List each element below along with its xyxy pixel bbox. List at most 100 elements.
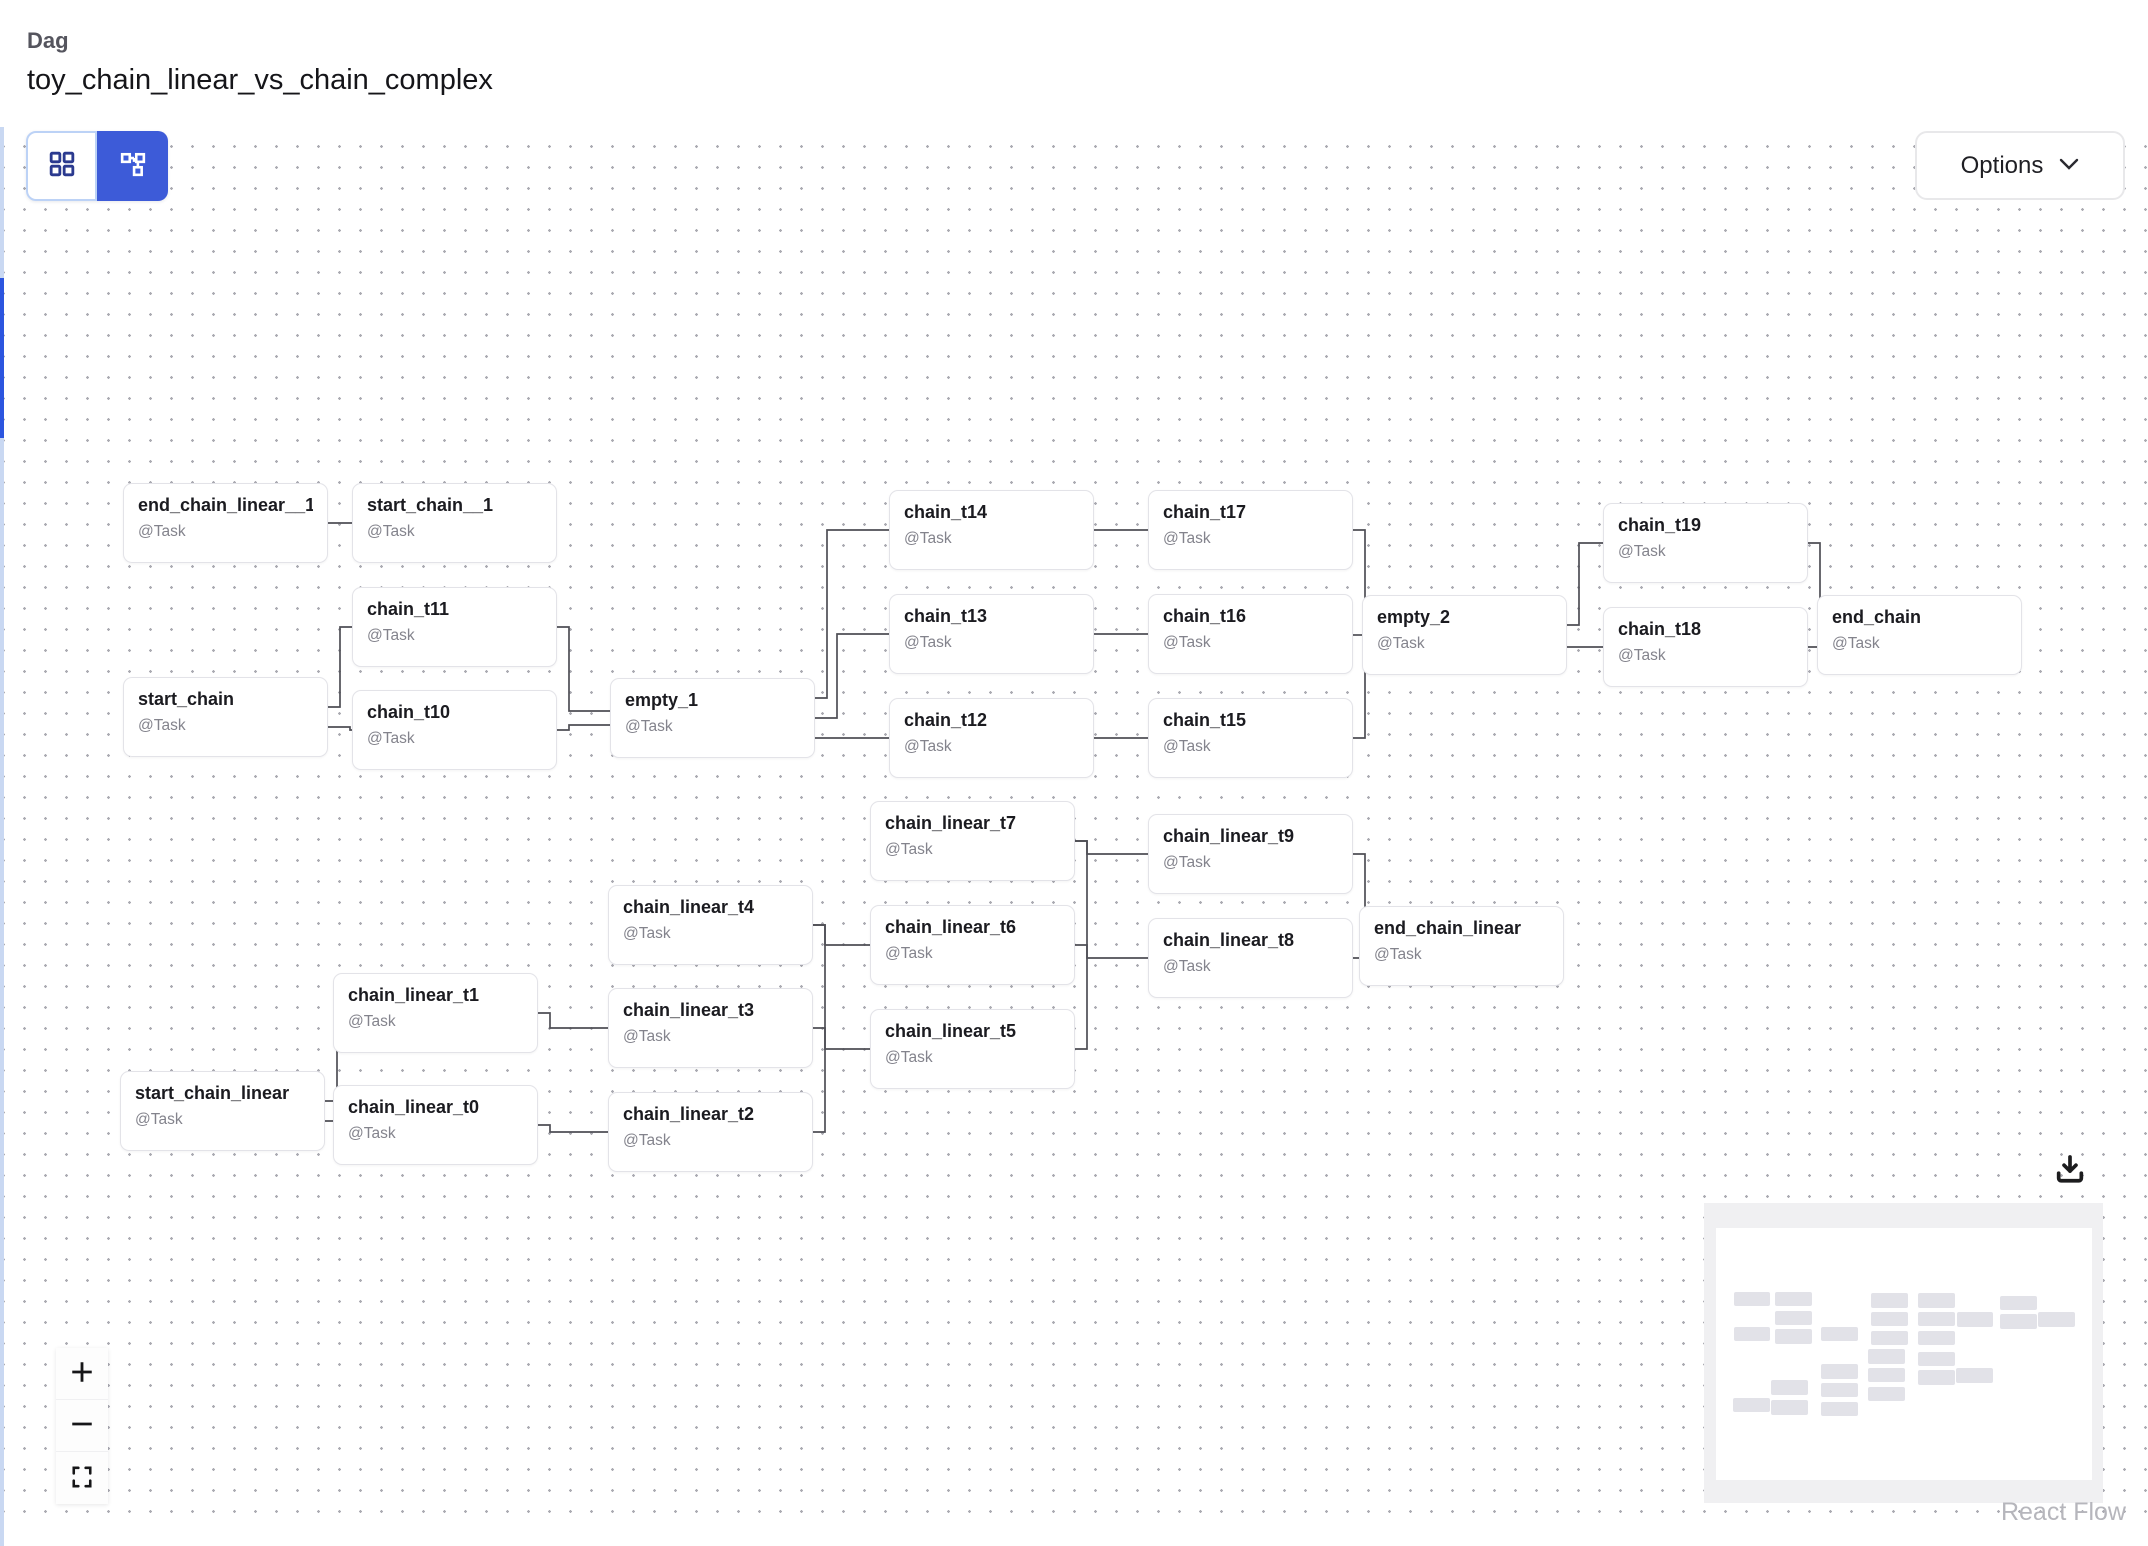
minimap-node <box>1956 1312 1994 1327</box>
dag-node-chain_linear_t3[interactable]: chain_linear_t3 @Task <box>608 988 813 1068</box>
node-subtitle: @Task <box>135 1111 183 1128</box>
node-title: empty_1 <box>625 690 699 710</box>
left-scroll-thumb[interactable] <box>0 278 4 438</box>
minimap-node <box>1918 1370 1955 1385</box>
minimap-node <box>1918 1311 1955 1327</box>
chevron-down-icon <box>2059 157 2079 175</box>
node-title: chain_t17 <box>1163 502 1247 522</box>
node-title: chain_linear_t3 <box>623 1000 755 1020</box>
minimap-node <box>1956 1368 1993 1383</box>
view-mode-toggle <box>26 131 168 201</box>
minimap-node <box>1733 1292 1771 1307</box>
dag-node-chain_linear_t2[interactable]: chain_linear_t2 @Task <box>608 1092 813 1172</box>
dag-node-end_chain_linear__1[interactable]: end_chain_linear__1@Task <box>123 483 328 563</box>
react-flow-attribution[interactable]: React Flow <box>2000 1498 2126 1526</box>
dag-node-chain_linear_t1[interactable]: chain_linear_t1 @Task <box>333 973 538 1053</box>
node-title: chain_linear_t6 <box>885 917 1017 937</box>
fit-view-button[interactable] <box>56 1452 108 1504</box>
node-subtitle: @Task <box>885 945 933 962</box>
node-subtitle: @Task <box>904 634 952 651</box>
dag-node-chain_t12[interactable]: chain_t12 @Task <box>889 698 1094 778</box>
options-button[interactable]: Options <box>1915 131 2125 200</box>
dag-node-chain_t17[interactable]: chain_t17 @Task <box>1148 490 1353 570</box>
dag-node-empty_2[interactable]: empty_2@Task <box>1362 595 1567 675</box>
dag-node-chain_t18[interactable]: chain_t18 @Task <box>1603 607 1808 687</box>
dag-node-chain_linear_t0[interactable]: chain_linear_t0@Task <box>333 1085 538 1165</box>
minimap-node <box>1821 1327 1859 1342</box>
dag-node-chain_t11[interactable]: chain_t11@Task <box>352 587 557 667</box>
node-subtitle: @Task <box>623 925 671 942</box>
minimap-node <box>1871 1311 1909 1327</box>
node-subtitle: @Task <box>348 1125 396 1142</box>
minimap-node <box>1918 1330 1955 1346</box>
download-image-button[interactable] <box>2048 1148 2092 1192</box>
dag-node-end_chain[interactable]: end_chain@Task <box>1817 595 2022 675</box>
node-title: chain_t16 <box>1163 606 1247 626</box>
node-subtitle: @Task <box>1377 635 1425 652</box>
dag-node-chain_t14[interactable]: chain_t14@Task <box>889 490 1094 570</box>
node-subtitle: @Task <box>1163 530 1211 547</box>
dag-node-chain_linear_t4[interactable]: chain_linear_t4@Task <box>608 885 813 965</box>
node-title: chain_t18 <box>1618 619 1702 639</box>
node-subtitle: @Task <box>138 717 186 734</box>
node-subtitle: @Task <box>1163 634 1211 651</box>
node-subtitle: @Task <box>623 1028 671 1045</box>
node-title: start_chain <box>138 689 235 709</box>
minimap-node <box>1820 1364 1858 1379</box>
node-title: end_chain_linear <box>1374 918 1522 938</box>
zoom-out-button[interactable] <box>56 1400 108 1452</box>
node-title: chain_linear_t1 <box>348 985 480 1005</box>
minimap-node <box>1918 1351 1955 1366</box>
minimap-node <box>1771 1380 1809 1395</box>
grid-view-button[interactable] <box>26 131 97 201</box>
minimap-node <box>1774 1292 1812 1307</box>
minimap-node <box>1733 1326 1771 1342</box>
minimap-node <box>1868 1367 1905 1383</box>
dag-node-end_chain_linear[interactable]: end_chain_linear@Task <box>1359 906 1564 986</box>
node-title: chain_linear_t7 <box>885 813 1017 833</box>
grid-view-icon <box>49 151 75 182</box>
minimap-node <box>1999 1314 2037 1329</box>
node-title: chain_t10 <box>367 702 451 722</box>
node-subtitle: @Task <box>138 523 186 540</box>
minimap-node <box>1820 1401 1858 1416</box>
minimap-node <box>1918 1293 1955 1308</box>
node-title: chain_linear_t2 <box>623 1104 755 1124</box>
dag-node-chain_linear_t5[interactable]: chain_linear_t5@Task <box>870 1009 1075 1089</box>
dag-node-start_chain__1[interactable]: start_chain__1@Task <box>352 483 557 563</box>
node-subtitle: @Task <box>348 1013 396 1030</box>
node-title: chain_t13 <box>904 606 988 626</box>
dag-node-chain_t15[interactable]: chain_t15 @Task <box>1148 698 1353 778</box>
graph-view-button[interactable] <box>97 131 168 201</box>
dag-node-empty_1[interactable]: empty_1@Task <box>610 678 815 758</box>
minimap[interactable] <box>1704 1203 2103 1503</box>
node-title: chain_t15 <box>1163 710 1247 730</box>
node-subtitle: @Task <box>367 627 415 644</box>
minimap-node <box>1868 1349 1905 1364</box>
node-title: chain_t12 <box>904 710 988 730</box>
dag-node-chain_linear_t9[interactable]: chain_linear_t9@Task <box>1148 814 1353 894</box>
fit-view-icon <box>71 1466 93 1491</box>
node-subtitle: @Task <box>904 738 952 755</box>
dag-node-chain_linear_t8[interactable]: chain_linear_t8@Task <box>1148 918 1353 998</box>
node-subtitle: @Task <box>367 730 415 747</box>
node-subtitle: @Task <box>623 1132 671 1149</box>
node-subtitle: @Task <box>1618 647 1666 664</box>
dag-node-chain_t13[interactable]: chain_t13 @Task <box>889 594 1094 674</box>
options-button-label: Options <box>1960 151 2044 179</box>
zoom-controls <box>56 1348 108 1504</box>
graph-view-icon <box>120 151 146 182</box>
minimap-node <box>1774 1329 1812 1344</box>
zoom-in-button[interactable] <box>56 1348 108 1400</box>
dag-node-chain_t10[interactable]: chain_t10 @Task <box>352 690 557 770</box>
dag-node-start_chain_linear[interactable]: start_chain_linear@Task <box>120 1071 325 1151</box>
dag-node-chain_linear_t6[interactable]: chain_linear_t6 @Task <box>870 905 1075 985</box>
node-subtitle: @Task <box>1163 738 1211 755</box>
dag-node-chain_linear_t7[interactable]: chain_linear_t7@Task <box>870 801 1075 881</box>
dag-node-chain_t19[interactable]: chain_t19@Task <box>1603 503 1808 583</box>
dag-node-start_chain[interactable]: start_chain @Task <box>123 677 328 757</box>
dag-node-chain_t16[interactable]: chain_t16 @Task <box>1148 594 1353 674</box>
node-subtitle: @Task <box>1618 543 1666 560</box>
minimap-node <box>1774 1310 1812 1326</box>
